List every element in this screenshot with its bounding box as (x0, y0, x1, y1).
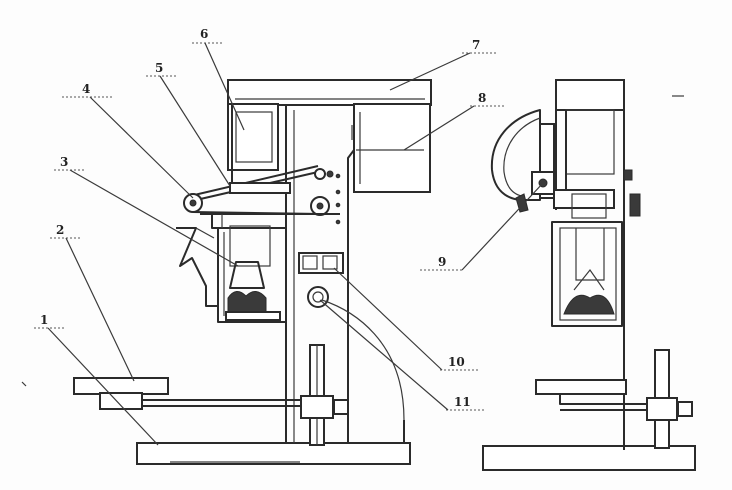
side-base-plate (482, 445, 696, 471)
side-support-tray (535, 379, 627, 395)
callout-6: 6 (200, 27, 208, 41)
callout-labels: 1 2 3 4 5 6 7 8 9 10 11 (34, 27, 504, 411)
gear-housing (353, 103, 431, 193)
switch-button-right (322, 255, 338, 270)
callout-11: 11 (454, 395, 471, 409)
callout-9: 9 (438, 255, 446, 269)
leader-lines (47, 42, 544, 446)
callout-4: 4 (82, 82, 90, 96)
feed-chute (176, 227, 218, 307)
switch-button-left (302, 255, 318, 270)
callout-10: 10 (448, 355, 465, 369)
callout-3: 3 (60, 155, 68, 169)
front-base-plate (136, 442, 411, 465)
support-tray (73, 377, 169, 395)
post-clamp (300, 395, 334, 419)
callout-7: 7 (472, 38, 480, 52)
top-cap (227, 79, 432, 106)
side-post-clamp (646, 397, 678, 421)
control-panel (298, 252, 344, 274)
callout-2: 2 (56, 223, 64, 237)
support-arm (142, 399, 301, 407)
side-view (482, 79, 696, 471)
callout-8: 8 (478, 91, 486, 105)
front-view (73, 79, 432, 465)
side-tank (551, 221, 623, 327)
callout-1: 1 (40, 313, 48, 327)
mixing-tank (217, 228, 287, 323)
support-block (99, 392, 143, 410)
side-hood (490, 109, 541, 201)
callout-5: 5 (155, 61, 163, 75)
